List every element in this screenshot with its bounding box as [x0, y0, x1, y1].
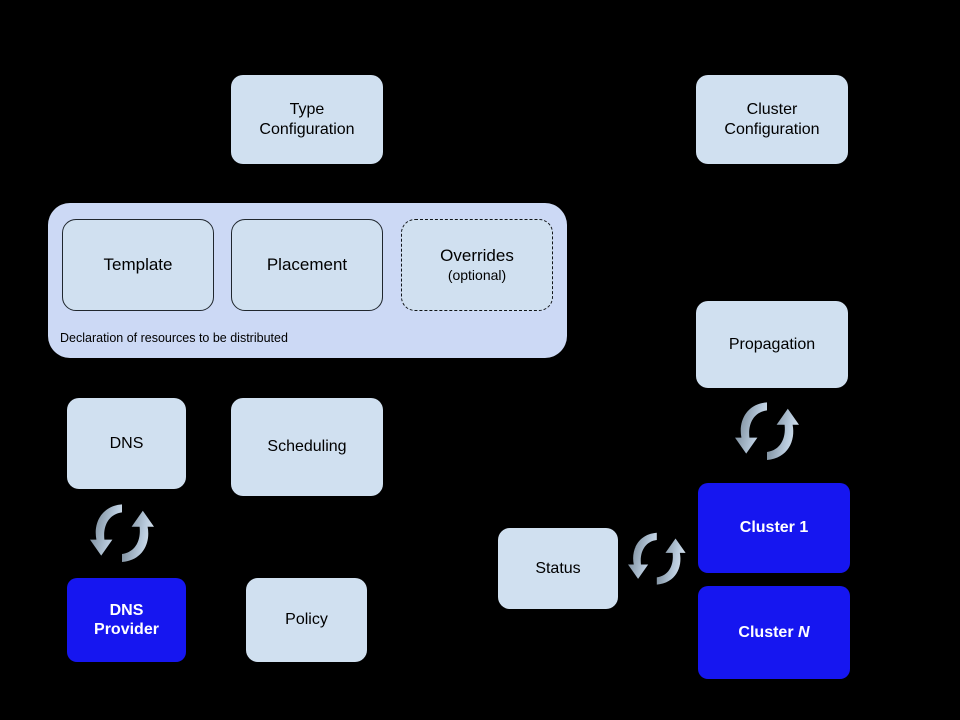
sync-icon-status: [628, 532, 686, 585]
node-policy[interactable]: Policy: [246, 578, 367, 662]
node-dns-provider[interactable]: DNS Provider: [67, 578, 186, 662]
node-dns[interactable]: DNS: [67, 398, 186, 489]
node-type-configuration-label: Type Configuration: [259, 100, 354, 138]
label-prefix: Cluster: [738, 623, 798, 641]
node-cluster-1-label: Cluster 1: [739, 519, 809, 537]
label-line-1: DNS: [109, 601, 144, 619]
node-scheduling-label: Scheduling: [267, 438, 347, 456]
label-italic-n: N: [798, 623, 810, 641]
node-overrides-label: Overrides (optional): [440, 246, 514, 283]
node-cluster-n[interactable]: Cluster N: [698, 586, 850, 679]
sync-icon-dns: [90, 504, 154, 562]
node-cluster-1[interactable]: Cluster 1: [698, 483, 850, 573]
label-line-1: Cluster: [746, 101, 798, 119]
label-line-2: Configuration: [724, 120, 820, 138]
node-template[interactable]: Template: [62, 219, 214, 311]
label-optional: (optional): [447, 266, 507, 283]
label-line-2: Provider: [94, 621, 159, 638]
node-overrides[interactable]: Overrides (optional): [401, 219, 553, 311]
label-line-1: Overrides: [440, 246, 514, 266]
node-template-label: Template: [103, 254, 173, 274]
node-cluster-configuration[interactable]: Cluster Configuration: [696, 75, 848, 164]
label-line-2: Configuration: [259, 120, 355, 138]
node-propagation-label: Propagation: [728, 335, 816, 353]
node-type-configuration[interactable]: Type Configuration: [231, 75, 383, 164]
label-line-1: Type: [289, 101, 325, 119]
node-propagation[interactable]: Propagation: [696, 301, 848, 388]
sync-icon-propagation: [735, 402, 799, 460]
node-scheduling[interactable]: Scheduling: [231, 398, 383, 496]
panel-caption: Declaration of resources to be distribut…: [60, 331, 288, 345]
node-dns-label: DNS: [109, 434, 144, 452]
node-status-label: Status: [535, 559, 581, 577]
node-placement-label: Placement: [266, 254, 348, 274]
node-placement[interactable]: Placement: [231, 219, 383, 311]
node-policy-label: Policy: [285, 611, 328, 629]
node-cluster-n-label: Cluster N: [738, 623, 809, 642]
node-dns-provider-label: DNS Provider: [94, 601, 159, 639]
node-cluster-configuration-label: Cluster Configuration: [724, 100, 819, 138]
node-status[interactable]: Status: [498, 528, 618, 609]
